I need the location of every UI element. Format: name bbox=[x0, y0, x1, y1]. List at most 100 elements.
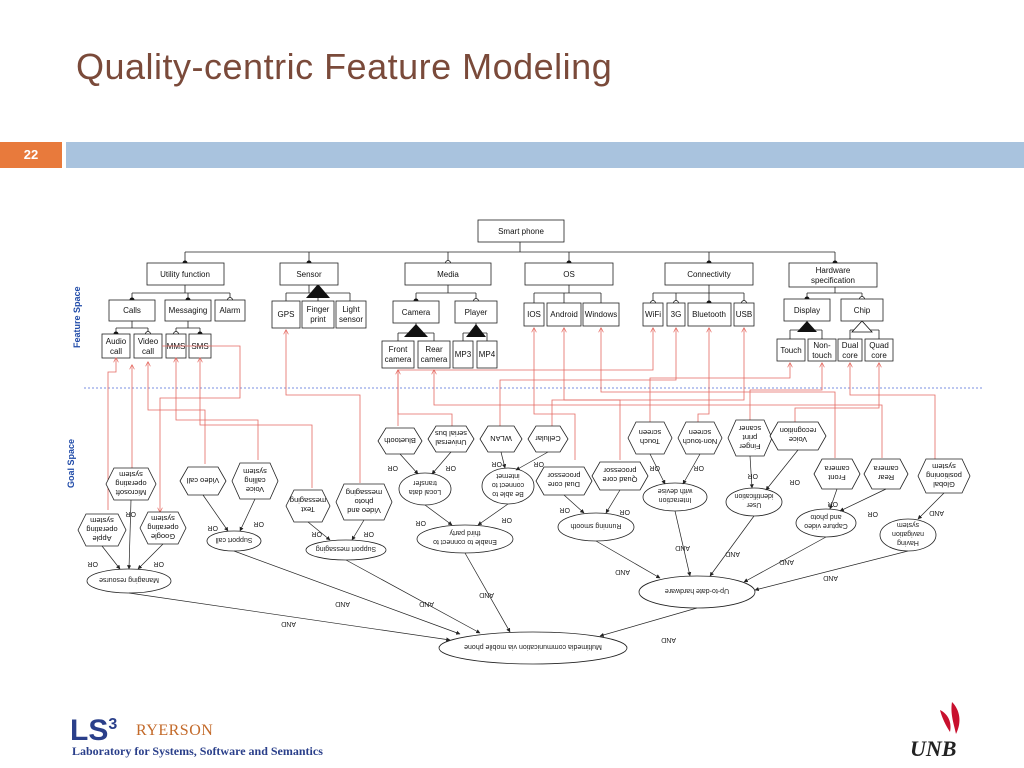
feature-boxes bbox=[101, 219, 894, 369]
feature-box-windows bbox=[582, 302, 620, 327]
feature-box-rear bbox=[417, 340, 451, 369]
slide-number: 22 bbox=[23, 147, 39, 162]
feature-box-media bbox=[404, 262, 492, 286]
softgoal-label-vcall: Video call bbox=[186, 476, 219, 485]
feature-box-alarm bbox=[214, 299, 246, 322]
feature-box-sensor bbox=[279, 262, 339, 286]
slide-title: Quality-centric Feature Modeling bbox=[76, 46, 613, 87]
softgoal-hex-dualproc bbox=[535, 466, 593, 496]
rel-and-6: AND bbox=[823, 574, 838, 581]
softgoal-label-ms: Microsoftoperatingsystem bbox=[115, 470, 147, 497]
lab-name: Laboratory for Systems, Software and Sem… bbox=[72, 744, 323, 758]
softgoal-hex-vcall bbox=[179, 466, 227, 496]
goal-space-label: Goal Space bbox=[66, 439, 76, 488]
rel-or-17: OR bbox=[828, 500, 839, 507]
goal-labels: Local datatransfer Be able toconnect toi… bbox=[99, 472, 924, 650]
softgoal-hex-rear bbox=[863, 458, 909, 490]
goal-label-supportcall: Support call bbox=[215, 536, 252, 543]
softgoal-hex-usb bbox=[427, 425, 475, 453]
goal-edges bbox=[101, 449, 945, 642]
feature-label-root: Smart phone bbox=[498, 227, 544, 236]
softgoal-label-rear: Rearcamera bbox=[873, 464, 899, 482]
feature-label-alarm: Alarm bbox=[220, 306, 241, 315]
softgoal-hex-bt bbox=[377, 427, 423, 455]
feature-label-wifi: WiFi bbox=[645, 310, 661, 319]
rel-or-15: OR bbox=[560, 506, 571, 513]
rel-or-11: OR bbox=[312, 530, 323, 537]
softgoal-label-wlan: WLAN bbox=[490, 434, 512, 443]
feature-box-display bbox=[783, 298, 831, 322]
feature-label-player: Player bbox=[465, 308, 488, 317]
feature-box-root bbox=[477, 219, 565, 243]
feature-markers bbox=[113, 260, 873, 337]
feature-goal-diagram: Feature Space Goal Space bbox=[66, 219, 984, 665]
feature-label-bluetooth: Bluetooth bbox=[692, 310, 726, 319]
softgoal-label-bt: Bluetooth bbox=[384, 436, 416, 445]
feature-box-gps bbox=[271, 300, 301, 329]
feature-box-messaging bbox=[164, 299, 212, 322]
feature-label-sensor: Sensor bbox=[296, 270, 322, 279]
softgoal-hex-nontouch bbox=[677, 421, 723, 455]
goal-label-internet: Be able toconnect tointernet bbox=[492, 472, 524, 497]
rel-or-10: OR bbox=[254, 520, 265, 527]
feature-label-3g: 3G bbox=[671, 310, 682, 319]
feature-label-usb: USB bbox=[736, 310, 752, 319]
rel-or-1: OR bbox=[388, 464, 399, 471]
relation-labels: OR OR OR OR OR OR OR OR OR OR OR OR OR O… bbox=[88, 460, 945, 643]
feature-label-mp3: MP3 bbox=[455, 350, 472, 359]
goal-shapes bbox=[86, 467, 937, 665]
goal-label-capture: Capture videoand photo bbox=[804, 513, 848, 529]
rel-and-8: AND bbox=[419, 600, 434, 607]
softgoal-hex-voice bbox=[769, 421, 827, 451]
softgoal-hex-quadproc bbox=[591, 461, 649, 491]
goal-label-multimedia: Multimedia communication via mobile phon… bbox=[464, 643, 602, 650]
rel-and-5: AND bbox=[779, 558, 794, 565]
feature-box-utility bbox=[146, 262, 225, 286]
softgoal-hex-cell bbox=[527, 425, 569, 453]
feature-box-3g bbox=[666, 302, 686, 327]
feature-label-ios: IOS bbox=[527, 310, 541, 319]
feature-label-camera: Camera bbox=[402, 308, 431, 317]
feature-label-utility: Utility function bbox=[160, 270, 210, 279]
softgoal-hex-gps bbox=[917, 458, 971, 494]
softgoal-hex-photo bbox=[335, 483, 393, 521]
goal-label-resource: Managing resourse bbox=[99, 576, 159, 583]
feature-box-usb bbox=[733, 302, 755, 327]
rel-and-1: AND bbox=[929, 509, 944, 516]
softgoal-labels: Bluetooth Universalserial bus WLAN Cellu… bbox=[86, 424, 962, 543]
softgoal-label-voice: Voicerecognition bbox=[780, 426, 817, 444]
ryerson-wordmark: RYERSON bbox=[136, 722, 214, 739]
feature-box-connectivity bbox=[664, 262, 754, 286]
rel-or-5: OR bbox=[650, 464, 661, 471]
feature-label-windows: Windows bbox=[585, 310, 617, 319]
rel-or-3: OR bbox=[492, 460, 503, 467]
rel-or-14: OR bbox=[502, 516, 513, 523]
rel-or-2: OR bbox=[446, 464, 457, 471]
softgoal-label-usb: Universalserial bus bbox=[435, 429, 467, 447]
feature-label-gps: GPS bbox=[278, 310, 295, 319]
feature-label-android: Android bbox=[550, 310, 578, 319]
goal-label-local: Local datatransfer bbox=[409, 479, 441, 495]
rel-or-13: OR bbox=[416, 519, 427, 526]
rel-or-4: OR bbox=[534, 460, 545, 467]
goal-label-uptodate: Up-to-date hardware bbox=[665, 587, 729, 594]
feature-label-nontouch: Non-touch bbox=[812, 341, 832, 360]
feature-box-quadcore bbox=[864, 338, 894, 362]
feature-box-camera bbox=[392, 300, 440, 324]
softgoal-label-voicecall: Voicecallingsystem bbox=[243, 467, 267, 494]
softgoal-label-touch: Touchscreen bbox=[639, 428, 662, 446]
rel-or-8: OR bbox=[790, 478, 801, 485]
softgoal-hex-google bbox=[139, 511, 187, 545]
feature-box-calls bbox=[108, 299, 156, 322]
softgoal-shapes bbox=[77, 419, 971, 547]
ls3-logo: LS3 bbox=[70, 714, 118, 747]
rel-and-2: AND bbox=[615, 568, 630, 575]
feature-box-chip bbox=[840, 298, 884, 322]
feature-box-player bbox=[454, 300, 498, 324]
rel-and-10: AND bbox=[281, 620, 296, 627]
goal-ellipse-multimedia bbox=[438, 631, 628, 665]
